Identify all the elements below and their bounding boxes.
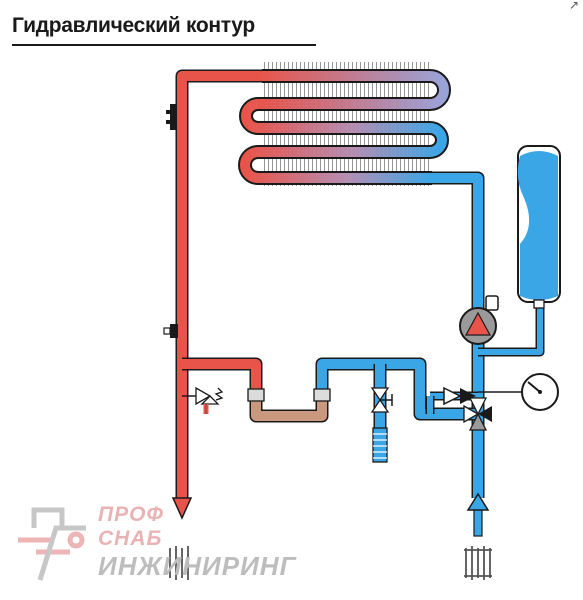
- pressure-gauge-icon: [478, 373, 559, 411]
- watermark-text-line3: ИНЖИНИРИНГ: [98, 551, 297, 581]
- page-title: Гидравлический контур: [12, 14, 255, 37]
- radiator-icon: [169, 546, 492, 580]
- expansion-tank-icon: [517, 145, 561, 309]
- corner-arrow-icon: ↗: [568, 0, 579, 12]
- temperature-sensor-icon: [166, 104, 176, 130]
- watermark-text-line2: СНАБ: [98, 527, 163, 550]
- pump-icon: [459, 295, 499, 345]
- heat-exchanger-icon: [238, 62, 451, 186]
- title-underline: [12, 44, 316, 46]
- hot-supply-pipe: [175, 69, 263, 498]
- watermark-text-line1: ПРОФ: [98, 503, 164, 526]
- three-way-valve-icon: [463, 397, 492, 431]
- bypass-pipe: [247, 388, 331, 423]
- flow-sensor-icon: [163, 324, 178, 338]
- hot-outlet-arrow-icon: [171, 497, 193, 520]
- watermark-logo: [18, 507, 86, 581]
- check-valve-icon: [443, 386, 476, 406]
- tap-icon: [370, 387, 393, 463]
- cold-return-pipe: [315, 171, 545, 498]
- cold-inlet-arrow-icon: [466, 492, 490, 537]
- safety-valve-icon: [182, 386, 224, 414]
